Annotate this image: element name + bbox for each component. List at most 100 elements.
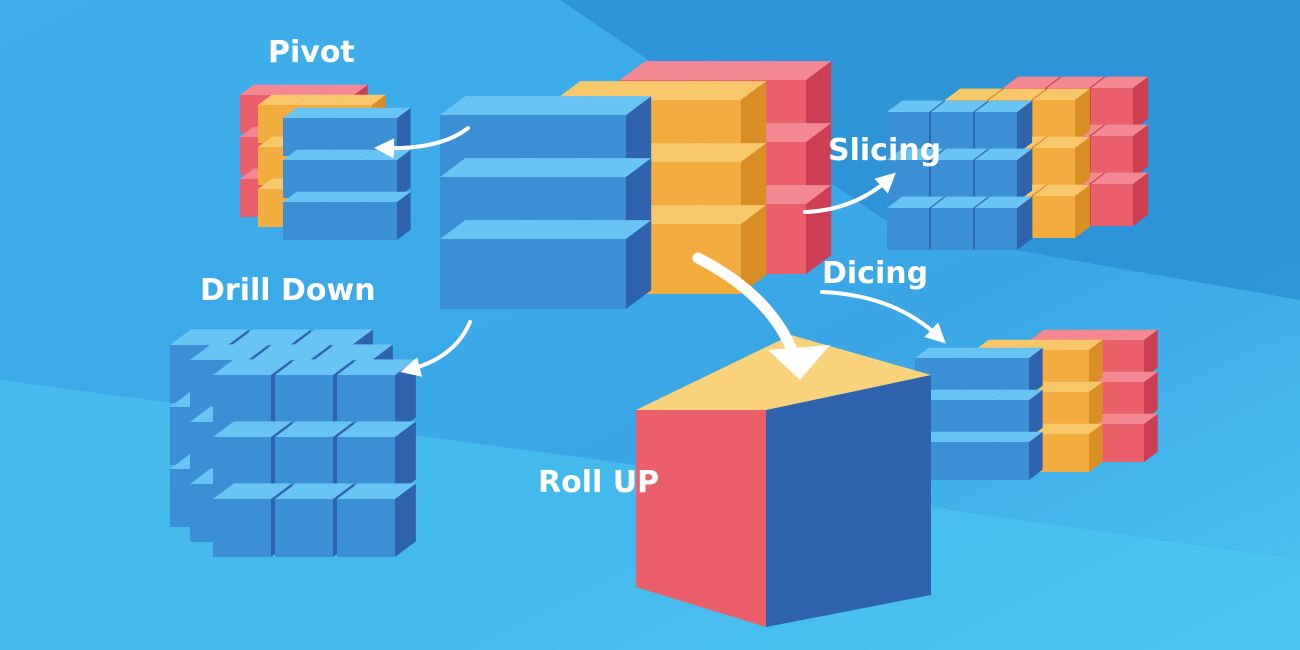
cube-front-face	[1106, 340, 1144, 378]
cube-side-face	[1089, 423, 1103, 472]
cube-front-face	[213, 499, 271, 557]
cube-top-face	[170, 329, 249, 345]
cube-front-face	[1106, 382, 1144, 420]
cube	[1091, 124, 1149, 178]
cube-front-face	[556, 239, 626, 309]
cube-front-face	[953, 358, 991, 396]
cube-front-face	[931, 112, 973, 154]
cube	[975, 148, 1033, 202]
cube	[1106, 329, 1158, 378]
cube	[1091, 76, 1149, 130]
cube-front-face	[991, 400, 1029, 438]
cube-top-face	[887, 196, 945, 208]
cube-top-face	[556, 220, 652, 239]
cube-top-face	[953, 347, 1005, 358]
cube-top-face	[283, 191, 335, 202]
cube-side-face	[1075, 88, 1091, 142]
cube-side-face	[741, 205, 767, 294]
cube-top-face	[275, 483, 354, 499]
cube	[556, 220, 652, 309]
cube-front-face	[953, 400, 991, 438]
cube-side-face	[1029, 431, 1043, 480]
cube-side-face	[1017, 148, 1033, 202]
dicing-cube	[915, 329, 1158, 480]
cube-front-face	[1051, 434, 1089, 472]
cube-top-face	[1033, 136, 1091, 148]
cube-top-face	[190, 344, 269, 360]
cube-side-face	[626, 220, 652, 309]
cube	[337, 483, 416, 557]
cube	[991, 431, 1043, 480]
cube-side-face	[1144, 371, 1158, 420]
cube-top-face	[931, 148, 989, 160]
cube-front-face	[991, 442, 1029, 480]
drill-down-arrow	[400, 320, 472, 377]
cube-top-face	[359, 191, 411, 202]
cube-front-face	[1106, 424, 1144, 462]
roll-up-cube	[636, 335, 931, 627]
cube-top-face	[931, 100, 989, 112]
cube-side-face	[1133, 76, 1149, 130]
cube-top-face	[337, 359, 416, 375]
cube-side-face	[1017, 100, 1033, 154]
cube-front-face	[931, 160, 973, 202]
cube-top-face	[258, 94, 310, 105]
pivot-arrow	[374, 126, 470, 159]
cube-front-face	[283, 118, 321, 156]
cube-top-face	[975, 100, 1033, 112]
cube-top-face	[931, 196, 989, 208]
cube-top-face	[1106, 413, 1158, 424]
cube-side-face	[806, 185, 832, 274]
cube-front-face	[321, 202, 359, 240]
cube-top-face	[953, 431, 1005, 442]
cube	[991, 389, 1043, 438]
cube-front-face	[1051, 392, 1089, 430]
cube-top-face	[283, 149, 335, 160]
cube-front-face	[1033, 100, 1075, 142]
cube	[359, 191, 411, 240]
roll-up-top-face	[636, 335, 931, 410]
cube-front-face	[337, 375, 395, 433]
cube-top-face	[1051, 381, 1103, 392]
cube	[1033, 184, 1091, 238]
cube-top-face	[887, 148, 945, 160]
slicing-cube	[887, 76, 1149, 250]
cube-top-face	[975, 148, 1033, 160]
cube-top-face	[278, 84, 330, 95]
cube-front-face	[887, 160, 929, 202]
cube-top-face	[887, 100, 945, 112]
cube-top-face	[334, 94, 386, 105]
cube-top-face	[556, 158, 652, 177]
cube-side-face	[1075, 136, 1091, 190]
drill-down-cube	[170, 329, 416, 557]
cube-front-face	[1091, 136, 1133, 178]
cube	[975, 196, 1033, 250]
cube-top-face	[556, 96, 652, 115]
main-data-cube	[440, 61, 832, 309]
pivot-label: Pivot	[268, 35, 355, 70]
cube-front-face	[213, 437, 271, 495]
cube-front-face	[337, 437, 395, 495]
cube-top-face	[296, 94, 348, 105]
cube-front-face	[931, 208, 973, 250]
cube-side-face	[397, 107, 411, 156]
cube-top-face	[1106, 329, 1158, 340]
cube-top-face	[294, 329, 373, 345]
cube-top-face	[321, 149, 373, 160]
cube-top-face	[671, 81, 767, 100]
dicing-label: Dicing	[822, 256, 928, 291]
cube-top-face	[275, 421, 354, 437]
cube-top-face	[337, 421, 416, 437]
cube-front-face	[1033, 148, 1075, 190]
cube-front-face	[1091, 88, 1133, 130]
slicing-arrow	[803, 172, 896, 214]
cube-side-face	[1089, 381, 1103, 430]
cube-top-face	[240, 84, 292, 95]
cube-top-face	[1051, 423, 1103, 434]
cube-side-face	[395, 483, 416, 557]
cube-front-face	[975, 208, 1017, 250]
cube-side-face	[1089, 339, 1103, 388]
cube-top-face	[1033, 88, 1091, 100]
cube-side-face	[395, 421, 416, 495]
